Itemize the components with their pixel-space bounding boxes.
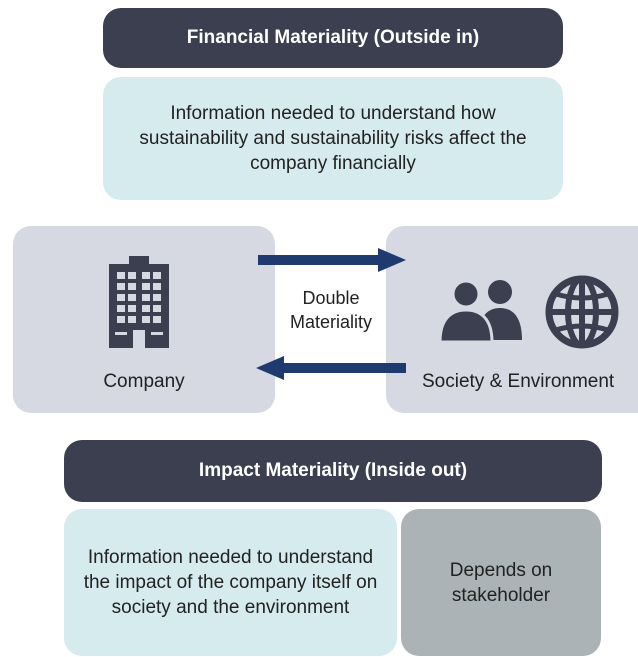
double-materiality-line1: Double [302, 288, 360, 308]
impact-materiality-title-text: Impact Materiality (Inside out) [198, 460, 468, 481]
double-materiality-label: Double Materiality [276, 286, 386, 334]
financial-materiality-description: Information needed to understand how sus… [103, 77, 563, 200]
society-environment-label: Society & Environment [422, 371, 615, 392]
double-materiality-line2: Materiality [289, 312, 373, 332]
arrow-left-icon [256, 356, 406, 380]
arrow-right-icon [258, 248, 406, 272]
society-environment-panel: Society & Environment [386, 226, 638, 413]
company-panel: Company [13, 226, 275, 413]
stakeholder-box: Depends on stakeholder [401, 509, 601, 656]
financial-materiality-title: Financial Materiality (Outside in) [103, 8, 563, 68]
financial-materiality-description-text: Information needed to understand how sus… [139, 103, 527, 174]
impact-materiality-description-text: Information needed to understand the imp… [83, 547, 378, 618]
impact-materiality-description: Information needed to understand the imp… [64, 509, 397, 656]
impact-materiality-title: Impact Materiality (Inside out) [64, 440, 602, 502]
company-label: Company [103, 371, 185, 392]
office-building-icon [109, 256, 169, 348]
stakeholder-text: Depends on stakeholder [449, 559, 553, 606]
people-icon [438, 279, 522, 344]
globe-icon [545, 275, 619, 349]
financial-materiality-title-text: Financial Materiality (Outside in) [186, 27, 480, 48]
